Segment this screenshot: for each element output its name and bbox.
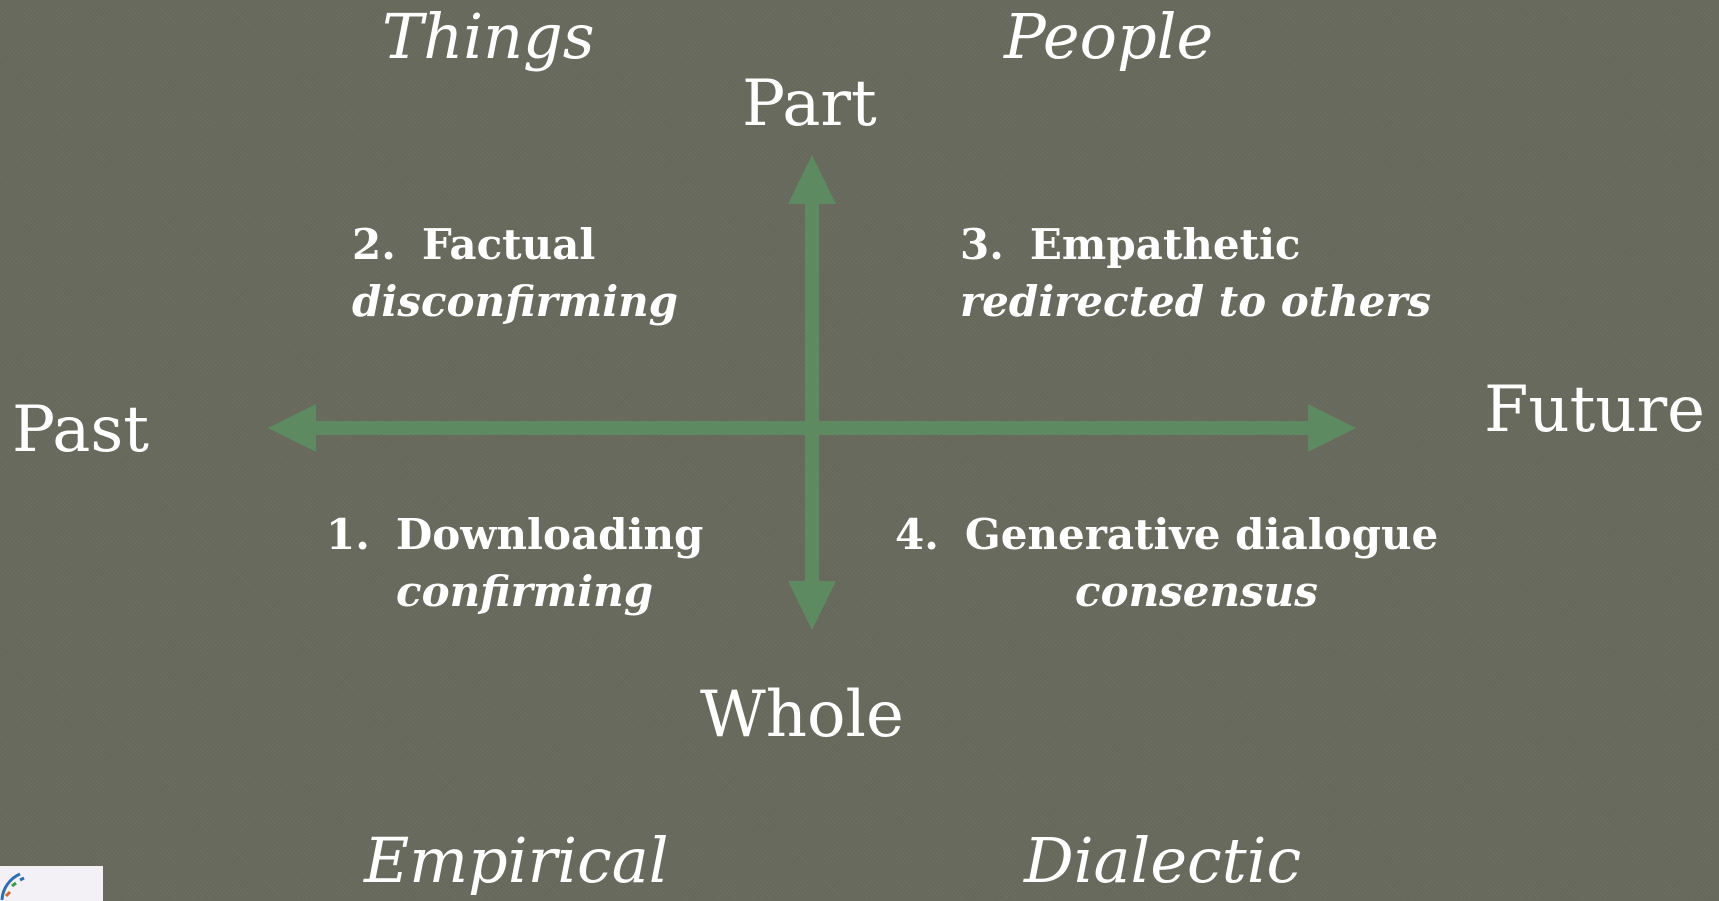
quadrant-generative-dialogue: 4.Generative dialogue consensus bbox=[895, 514, 1438, 613]
axis-label-part: Part bbox=[742, 67, 877, 141]
quadrant-downloading: 1.Downloading confirming bbox=[326, 514, 703, 613]
partial-logo-icon bbox=[0, 866, 103, 901]
arrow-up-icon bbox=[788, 155, 836, 204]
quadrant-number: 4. bbox=[895, 510, 939, 559]
quadrant-empathetic: 3.Empathetic redirected to others bbox=[960, 224, 1431, 323]
quadrant-title: Empathetic bbox=[1029, 220, 1301, 269]
axis-label-future: Future bbox=[1484, 373, 1706, 447]
quadrant-number: 1. bbox=[326, 510, 370, 559]
corner-label-things: Things bbox=[382, 0, 595, 73]
quadrant-title: Downloading bbox=[395, 510, 704, 559]
quadrant-subtitle: disconfirming bbox=[352, 277, 679, 326]
quadrant-title: Factual bbox=[421, 220, 596, 269]
quadrant-subtitle: redirected to others bbox=[960, 277, 1432, 326]
corner-label-dialectic: Dialectic bbox=[1024, 824, 1302, 897]
quadrant-factual: 2.Factual disconfirming bbox=[352, 224, 678, 323]
axis-label-past: Past bbox=[12, 393, 149, 467]
quadrant-subtitle: confirming bbox=[396, 567, 654, 616]
corner-label-people: People bbox=[1004, 0, 1214, 73]
arrow-down-icon bbox=[788, 581, 836, 630]
corner-label-empirical: Empirical bbox=[364, 824, 669, 897]
quadrant-title: Generative dialogue bbox=[964, 510, 1439, 559]
quadrant-number: 2. bbox=[352, 220, 396, 269]
axis-label-whole: Whole bbox=[700, 678, 904, 752]
quadrant-number: 3. bbox=[960, 220, 1004, 269]
arrow-right-icon bbox=[1308, 404, 1356, 452]
arrow-left-icon bbox=[268, 404, 316, 452]
quadrant-subtitle: consensus bbox=[1075, 567, 1318, 616]
